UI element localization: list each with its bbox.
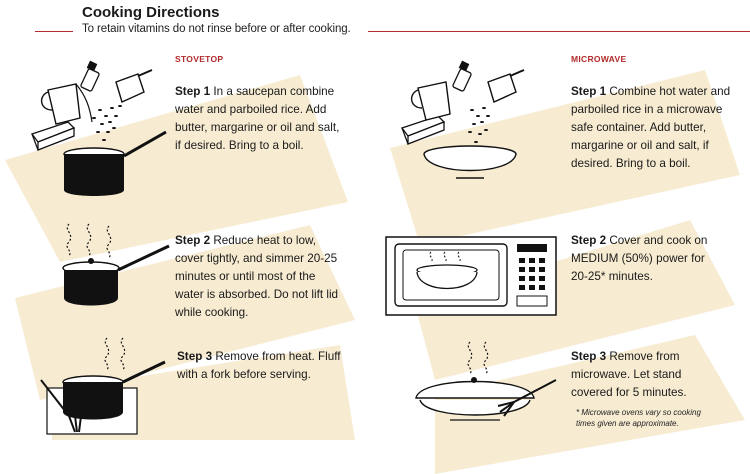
microwave-heading: MICROWAVE [571, 54, 627, 64]
saucepan-pour-illustration [30, 60, 167, 196]
header-rule-right [368, 31, 750, 32]
step-text: Reduce heat to low, cover tightly, and s… [175, 234, 339, 319]
stovetop-heading: STOVETOP [175, 54, 224, 64]
header-rule-left [35, 31, 73, 32]
covered-pot-steam-illustration [62, 223, 170, 306]
stovetop-step-3: Step 3 Remove from heat. Fluff with a fo… [177, 348, 352, 384]
microwave-step-2: Step 2 Cover and cook on MEDIUM (50%) po… [571, 232, 721, 286]
step-label: Step 3 [571, 350, 607, 363]
microwave-footnote: * Microwave ovens vary so cooking times … [576, 408, 701, 428]
stovetop-step-1: Step 1 In a saucepan combine water and p… [175, 83, 345, 155]
step-text: Cover and cook on MEDIUM (50%) power for… [571, 234, 708, 283]
page-title: Cooking Directions [82, 4, 220, 21]
page-subtitle: To retain vitamins do not rinse before o… [82, 23, 351, 35]
covered-dish-fork-illustration [415, 341, 557, 421]
step-label: Step 1 [175, 85, 211, 98]
bowl-pour-illustration [400, 60, 525, 179]
step-text: In a saucepan combine water and parboile… [175, 85, 340, 152]
step-text: Remove from microwave. Let stand covered… [571, 350, 687, 399]
step-label: Step 1 [571, 85, 607, 98]
step-label: Step 2 [175, 234, 211, 247]
stovetop-step-2: Step 2 Reduce heat to low, cover tightly… [175, 232, 347, 322]
step-label: Step 3 [177, 350, 213, 363]
step-text: Combine hot water and parboiled rice in … [571, 85, 731, 170]
step-label: Step 2 [571, 234, 607, 247]
pot-with-fork-illustration [40, 337, 166, 435]
microwave-oven-illustration [385, 236, 557, 316]
microwave-step-1: Step 1 Combine hot water and parboiled r… [571, 83, 741, 173]
step-text: Remove from heat. Fluff with a fork befo… [177, 350, 341, 381]
microwave-step-3: Step 3 Remove from microwave. Let stand … [571, 348, 711, 402]
